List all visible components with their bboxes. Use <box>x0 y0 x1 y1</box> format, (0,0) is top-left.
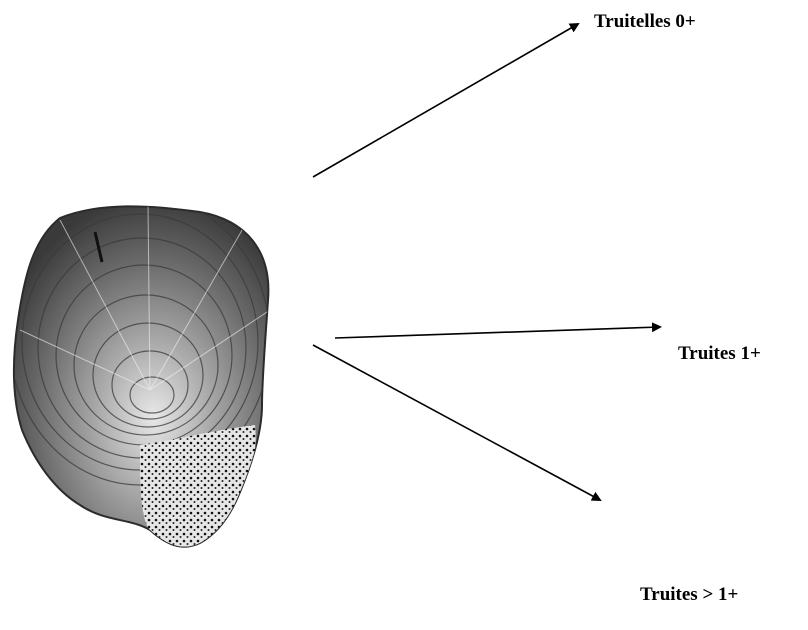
label-truites-gt-1: Truites > 1+ <box>640 585 738 604</box>
arrow-to-truitelles-0 <box>313 24 578 177</box>
label-truites-1: Truites 1+ <box>678 344 761 363</box>
arrow-to-truites-1 <box>335 327 660 338</box>
scale-dotted-region <box>140 425 256 547</box>
arrow-to-truites-gt-1 <box>313 345 600 500</box>
label-truitelles-0: Truitelles 0+ <box>594 12 696 31</box>
fish-scale-image <box>10 195 270 547</box>
